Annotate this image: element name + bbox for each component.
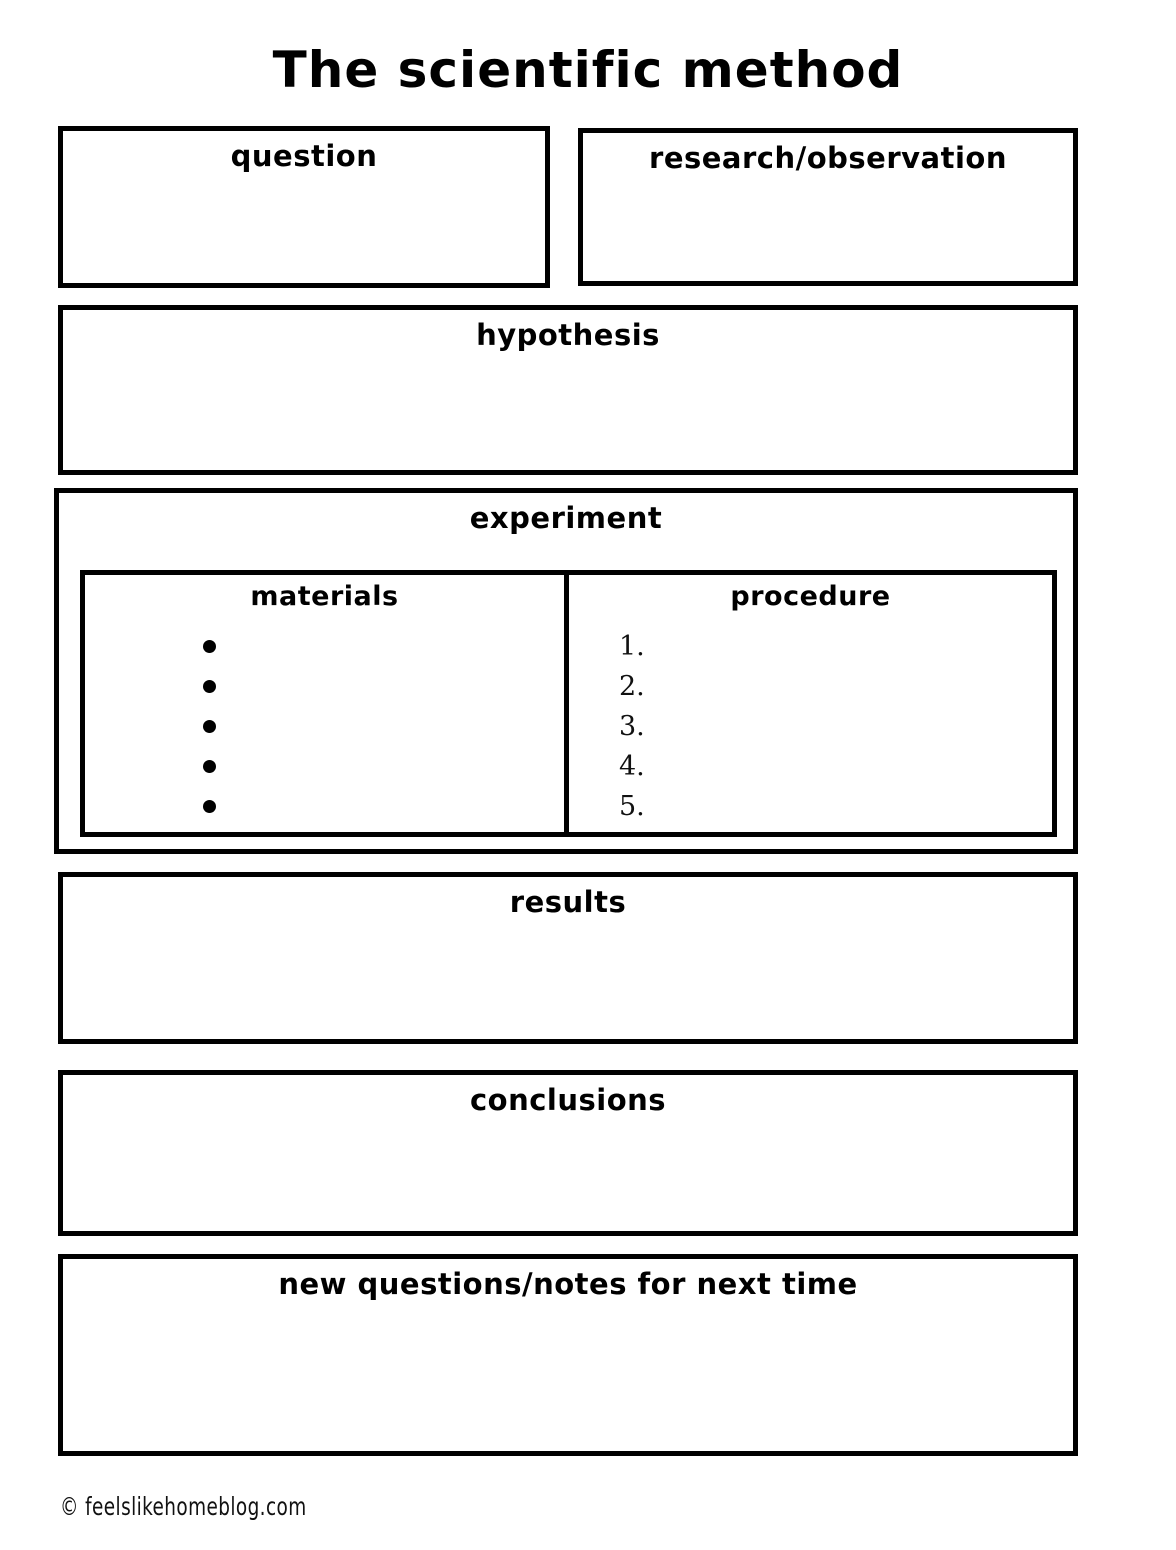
- research-observation-box[interactable]: research/observation: [578, 128, 1078, 286]
- list-item[interactable]: [203, 787, 216, 827]
- results-box[interactable]: results: [58, 872, 1078, 1044]
- procedure-number-4: 4.: [619, 751, 645, 782]
- hypothesis-label: hypothesis: [476, 318, 660, 352]
- bullet-icon: [203, 640, 216, 654]
- conclusions-label: conclusions: [469, 1083, 667, 1117]
- question-label: question: [230, 139, 378, 173]
- list-item[interactable]: [203, 667, 216, 707]
- materials-label: materials: [250, 581, 399, 612]
- new-questions-label: new questions/notes for next time: [278, 1267, 858, 1301]
- materials-column[interactable]: materials: [85, 575, 569, 832]
- list-item[interactable]: 2.: [619, 667, 645, 707]
- procedure-number-1: 1.: [619, 631, 645, 662]
- bullet-icon: [203, 720, 216, 734]
- procedure-number-5: 5.: [619, 791, 645, 822]
- hypothesis-box[interactable]: hypothesis: [58, 305, 1078, 475]
- research-observation-label: research/observation: [649, 141, 1007, 175]
- list-item[interactable]: [203, 707, 216, 747]
- list-item[interactable]: [203, 747, 216, 787]
- procedure-list: 1. 2. 3. 4. 5.: [619, 627, 645, 827]
- conclusions-box[interactable]: conclusions: [58, 1070, 1078, 1236]
- list-item[interactable]: 3.: [619, 707, 645, 747]
- results-label: results: [509, 885, 627, 919]
- experiment-label: experiment: [469, 501, 663, 535]
- bullet-icon: [203, 680, 216, 694]
- footer-credit: © feelslikehomeblog.com: [60, 1492, 307, 1521]
- experiment-box[interactable]: experiment materials: [54, 488, 1078, 854]
- question-box[interactable]: question: [58, 126, 550, 288]
- list-item[interactable]: 1.: [619, 627, 645, 667]
- list-item[interactable]: 4.: [619, 747, 645, 787]
- procedure-number-3: 3.: [619, 711, 645, 742]
- bullet-icon: [203, 760, 216, 774]
- procedure-number-2: 2.: [619, 671, 645, 702]
- bullet-icon: [203, 800, 216, 814]
- procedure-column[interactable]: procedure 1. 2. 3. 4. 5.: [569, 575, 1052, 832]
- materials-list: [203, 627, 216, 827]
- experiment-inner-container: materials: [80, 570, 1057, 837]
- procedure-label: procedure: [730, 581, 891, 612]
- page-title: The scientific method: [272, 41, 904, 99]
- new-questions-box[interactable]: new questions/notes for next time: [58, 1254, 1078, 1456]
- list-item[interactable]: 5.: [619, 787, 645, 827]
- list-item[interactable]: [203, 627, 216, 667]
